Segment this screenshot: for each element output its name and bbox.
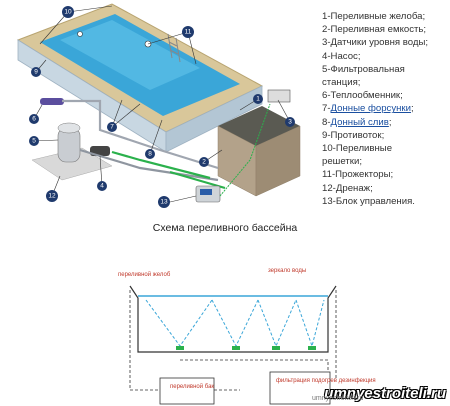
svg-text:13: 13 xyxy=(160,199,168,206)
callout-8: 8 xyxy=(145,149,155,159)
watermark: umnyestroiteli.ru xyxy=(324,385,446,402)
callout-7: 7 xyxy=(107,122,117,132)
legend-item: 11-Прожекторы; xyxy=(322,169,394,181)
svg-text:8: 8 xyxy=(148,151,152,158)
legend-item: 10-Переливные xyxy=(322,143,393,155)
callout-4: 4 xyxy=(97,181,107,191)
svg-text:3: 3 xyxy=(288,119,292,126)
callout-5: 5 xyxy=(29,136,39,146)
svg-text:12: 12 xyxy=(48,193,56,200)
flow-arrows xyxy=(145,299,325,348)
pool-wall-right xyxy=(165,85,263,153)
callout-3: 3 xyxy=(285,117,295,127)
svg-text:11: 11 xyxy=(185,29,192,36)
svg-text:10: 10 xyxy=(64,9,72,16)
legend-item: 4-Насос; xyxy=(322,50,361,62)
callout-10: 10 xyxy=(62,6,74,18)
callout-11: 11 xyxy=(182,26,194,38)
legend-item: 5-Фильтровальная xyxy=(322,63,405,75)
box-overflow-tank-label: переливной бак xyxy=(170,383,214,390)
svg-text:9: 9 xyxy=(34,69,38,76)
legend-item: 9-Противоток; xyxy=(322,129,385,141)
pool-light xyxy=(77,31,83,37)
figure-caption: Схема переливного бассейна xyxy=(152,222,298,234)
leader-lines xyxy=(33,5,291,203)
legend-item: 13-Блок управления. xyxy=(322,195,415,207)
svg-text:5: 5 xyxy=(32,138,36,145)
box-filtration-label: фильтрация подогрев дезинфекция xyxy=(276,378,376,384)
label-water-mirror: зеркало воды xyxy=(268,268,306,274)
legend-item: 7-Донные форсунки; xyxy=(322,103,414,115)
callout-2: 2 xyxy=(199,157,209,167)
scheme-piping xyxy=(129,290,337,391)
overflow-tank-right xyxy=(255,125,301,197)
svg-text:2: 2 xyxy=(202,159,206,166)
pool-section xyxy=(129,285,337,353)
link-bottom-nozzles[interactable]: Донные форсунки xyxy=(330,103,411,115)
legend-item: станция; xyxy=(322,77,361,89)
label-overflow-gutter: переливной желоб xyxy=(118,271,171,278)
legend-item: 8-Донный слив; xyxy=(322,116,392,128)
callout-6: 6 xyxy=(29,114,39,124)
link-bottom-drain[interactable]: Донный слив xyxy=(330,116,389,128)
legend-item: решетки; xyxy=(322,156,363,168)
overflow-scheme: переливной желоб зеркало воды переливной… xyxy=(118,268,376,405)
legend-item: 3-Датчики уровня воды; xyxy=(322,37,429,49)
legend-item: 2-Переливная емкость; xyxy=(322,24,427,36)
heat-exchanger xyxy=(40,98,64,105)
legend-item: 6-Теплообменник; xyxy=(322,90,403,102)
callout-13: 13 xyxy=(158,196,170,208)
svg-text:4: 4 xyxy=(100,183,104,190)
overflow-tank-top xyxy=(218,106,300,146)
control-wire xyxy=(219,103,271,197)
callout-9: 9 xyxy=(31,67,41,77)
pool-isometric-diagram: 1 2 3 4 5 6 7 8 9 10 11 12 13 xyxy=(16,3,301,208)
svg-text:1: 1 xyxy=(256,96,260,103)
callout-1: 1 xyxy=(253,94,263,104)
box-overflow-tank xyxy=(159,377,215,405)
watermark-small: umnyestroiteli.ru xyxy=(312,395,364,402)
box-filtration xyxy=(269,371,331,405)
legend: 1-Переливные желоба; 2-Переливная емкост… xyxy=(322,10,450,208)
callout-12: 12 xyxy=(46,190,58,202)
nozzles xyxy=(176,346,316,350)
legend-item: 12-Дренаж; xyxy=(322,182,373,194)
level-sensor-box xyxy=(267,89,291,103)
svg-text:7: 7 xyxy=(110,124,114,131)
svg-text:6: 6 xyxy=(32,116,36,123)
legend-item: 1-Переливные желоба; xyxy=(322,11,426,22)
